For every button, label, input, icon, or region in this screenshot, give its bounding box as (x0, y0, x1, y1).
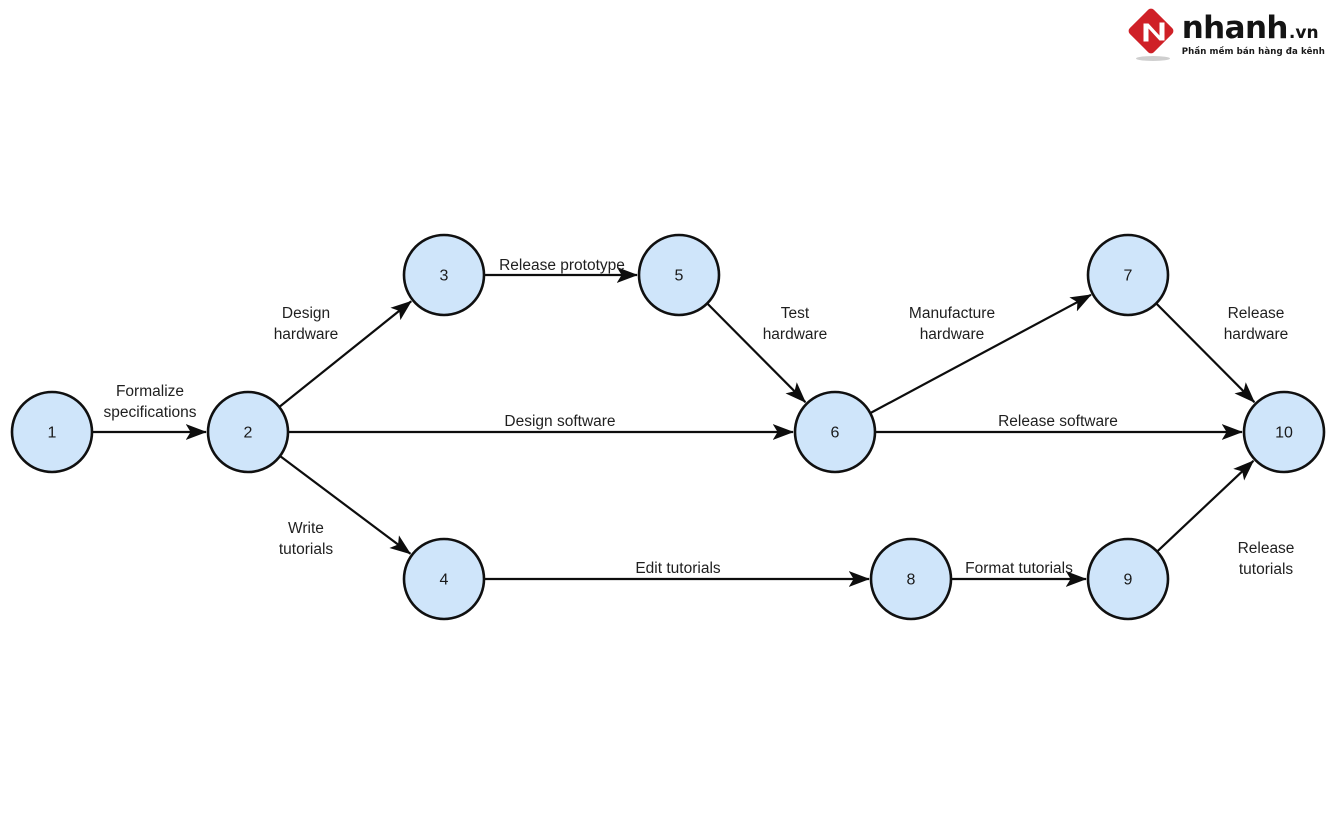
logo-tagline: Phần mềm bán hàng đa kênh (1181, 47, 1325, 57)
node-circle-9[interactable] (1086, 537, 1170, 621)
node-label-8: 8 (907, 572, 916, 589)
logo-shadow (1135, 56, 1170, 61)
nodes-layer: 1 2 3 4 5 6 7 8 9 10 (10, 233, 1326, 621)
node-circle-7[interactable] (1086, 233, 1170, 317)
node-label-3: 3 (440, 268, 449, 285)
node-3[interactable]: 3 (402, 233, 486, 317)
node-circle-1[interactable] (10, 390, 94, 474)
logo-letter-n-icon (1143, 22, 1165, 42)
node-circle-6[interactable] (793, 390, 877, 474)
node-label-6: 6 (831, 425, 840, 442)
edge-label-2-6: Design software (504, 413, 615, 430)
edge-2-to-4 (279, 455, 412, 555)
edge-2-to-3 (278, 300, 412, 408)
node-2[interactable]: 2 (206, 390, 290, 474)
node-circle-8[interactable] (869, 537, 953, 621)
node-9[interactable]: 9 (1086, 537, 1170, 621)
nhanh-logo-mark (1126, 6, 1180, 62)
node-label-1: 1 (48, 425, 57, 442)
node-circle-3[interactable] (402, 233, 486, 317)
edge-label-3-5: Release prototype (499, 257, 625, 274)
node-1[interactable]: 1 (10, 390, 94, 474)
node-circle-4[interactable] (402, 537, 486, 621)
edge-label-8-9: Format tutorials (965, 560, 1073, 577)
logo-tld: .vn (1288, 23, 1319, 43)
node-label-2: 2 (244, 425, 253, 442)
node-6[interactable]: 6 (793, 390, 877, 474)
edge-5-to-6 (706, 302, 807, 403)
node-circle-10[interactable] (1242, 390, 1326, 474)
brand-logo[interactable]: nhanh .vn Phần mềm bán hàng đa kênh (1126, 6, 1325, 62)
node-label-9: 9 (1124, 572, 1133, 589)
node-8[interactable]: 8 (869, 537, 953, 621)
edges-layer (92, 267, 1256, 587)
logo-wordmark: nhanh (1181, 10, 1289, 46)
edge-6-to-7 (869, 293, 1092, 415)
node-10[interactable]: 10 (1242, 390, 1326, 474)
node-7[interactable]: 7 (1086, 233, 1170, 317)
node-4[interactable]: 4 (402, 537, 486, 621)
edge-label-4-8: Edit tutorials (635, 560, 721, 577)
node-circle-2[interactable] (206, 390, 290, 474)
edge-7-to-10 (1155, 302, 1256, 403)
edge-label-6-10: Release software (998, 413, 1118, 430)
node-label-10: 10 (1275, 425, 1293, 442)
logo-text-block: nhanh .vn Phần mềm bán hàng đa kênh (1181, 10, 1325, 58)
node-label-5: 5 (675, 268, 684, 285)
node-circle-5[interactable] (637, 233, 721, 317)
node-label-4: 4 (440, 572, 449, 589)
node-5[interactable]: 5 (637, 233, 721, 317)
node-label-7: 7 (1124, 268, 1133, 285)
edge-9-to-10 (1156, 460, 1255, 553)
